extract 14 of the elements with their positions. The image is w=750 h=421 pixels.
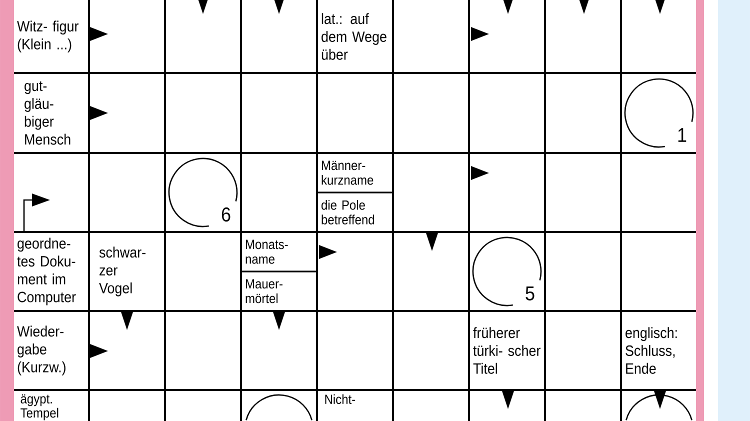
clue-cell: schwar- zer Vogel	[99, 246, 146, 296]
clue-cell: Wieder- gabe (Kurzw.)	[17, 326, 66, 376]
clue-cell: englisch: Schluss, Ende	[626, 327, 677, 374]
clue-cell: lat.: auf dem Wege über	[322, 13, 386, 60]
clue-cell: Männer- kurzname	[316, 152, 394, 194]
clue-cell: die Pole betreffend	[316, 192, 394, 233]
clue-cell: Monats- name	[240, 231, 318, 272]
clue-cell: gut- gläu- biger Mensch	[24, 81, 70, 145]
clue-cell: ägypt. Tempel	[20, 394, 58, 420]
clue-cell: Mauer- mörtel	[240, 270, 318, 312]
clue-cell: früherer türki- scher Titel	[473, 327, 540, 374]
clue-cell: Witz- figur (Klein ...)	[17, 20, 78, 52]
clue-cell: geordne- tes Doku- ment im Computer	[17, 238, 76, 306]
clue-cell: Nicht-	[325, 394, 356, 404]
